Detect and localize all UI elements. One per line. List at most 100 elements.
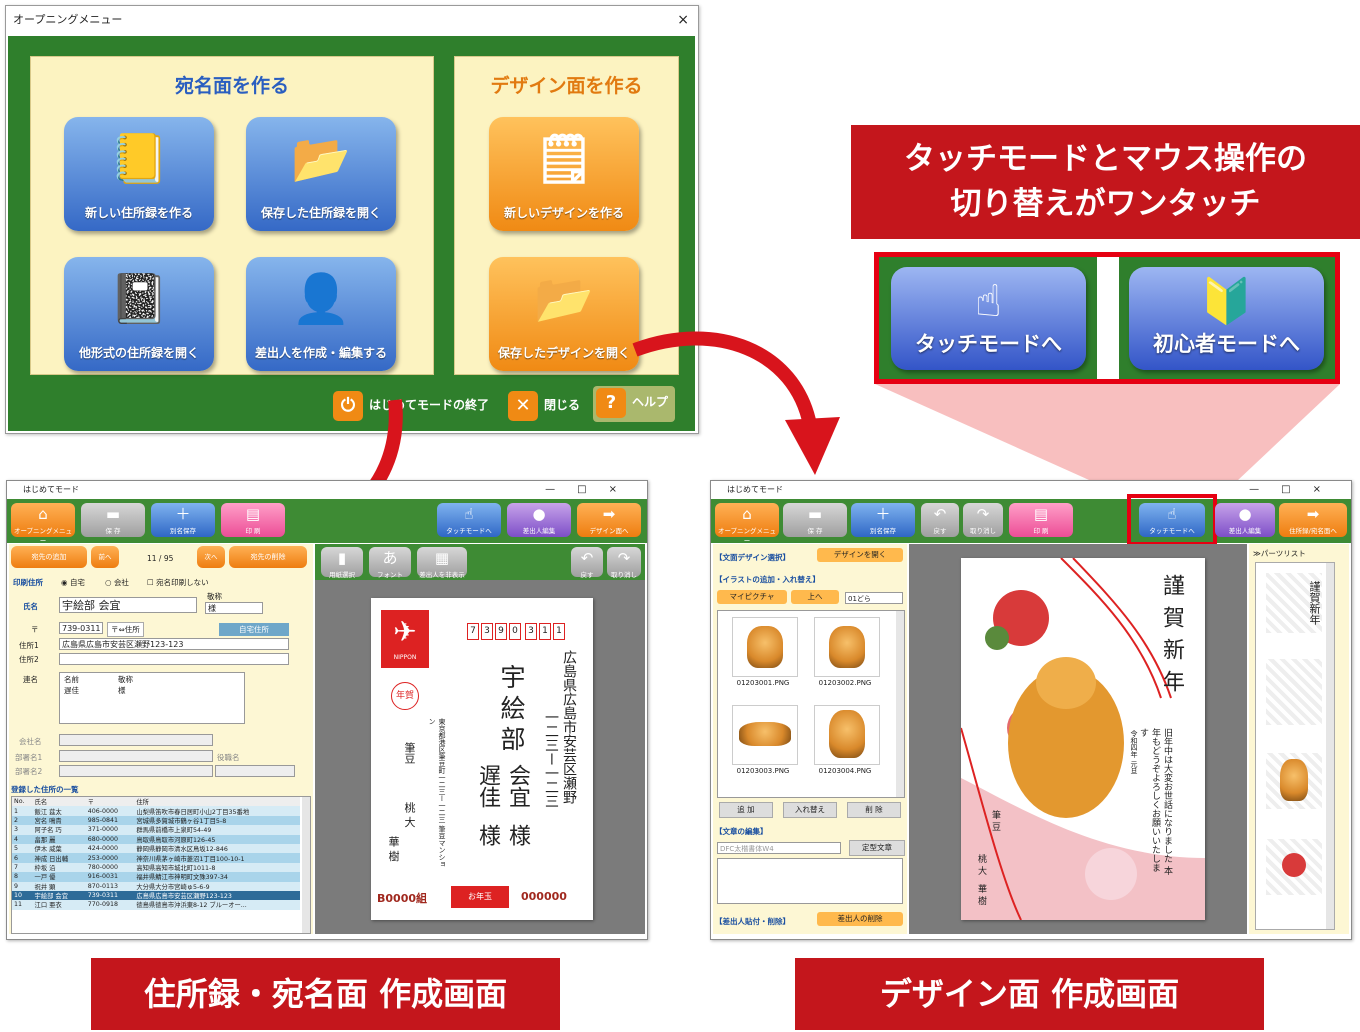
- up-button[interactable]: 上へ: [791, 590, 839, 604]
- undo-button[interactable]: ↶戻す: [921, 503, 959, 537]
- illust-scrollbar[interactable]: [896, 611, 904, 797]
- parts-scrollbar[interactable]: [1326, 563, 1334, 929]
- honorific-select[interactable]: 様: [205, 602, 263, 614]
- print-button[interactable]: ▤印 刷: [1009, 503, 1073, 537]
- tiger-thumb[interactable]: [814, 705, 880, 765]
- font-select[interactable]: DFC太楷書体W4: [717, 842, 841, 854]
- part-message[interactable]: [1266, 659, 1322, 725]
- replace-button[interactable]: 入れ替え: [783, 802, 837, 818]
- joint-names-table[interactable]: 名前 敬称 遅佳 様: [59, 672, 245, 724]
- dept2-field[interactable]: [59, 765, 213, 777]
- joint-label: 連名: [23, 675, 38, 684]
- to-address-button[interactable]: ➡住所録/宛名面へ: [1279, 503, 1347, 537]
- new-design-button[interactable]: 🗒 新しいデザインを作る: [489, 117, 639, 231]
- home-address-button[interactable]: 自宅住所: [219, 623, 289, 636]
- zip-address-button[interactable]: 〒⇔住所: [107, 622, 144, 637]
- tiger-thumb[interactable]: [732, 705, 798, 765]
- arrow-right-icon: ➡: [602, 505, 616, 523]
- save-as-button[interactable]: ＋別名保存: [851, 503, 915, 537]
- save-button[interactable]: ▬保 存: [783, 503, 847, 537]
- add-button[interactable]: 追 加: [719, 802, 773, 818]
- save-as-button[interactable]: ＋別名保存: [151, 503, 215, 537]
- honorific-label: 敬称: [207, 592, 222, 601]
- no-print-checkbox[interactable]: ☐ 宛名印刷しない: [147, 578, 209, 587]
- touch-mode-toolbar-button[interactable]: ☝タッチモードへ: [1139, 503, 1205, 537]
- delete-recipient-button[interactable]: 宛先の削除: [229, 546, 307, 568]
- touch-mode-button[interactable]: ☝ タッチモードへ: [891, 267, 1086, 370]
- zip-field[interactable]: 739-0311: [59, 622, 103, 634]
- parts-list[interactable]: 謹賀新年: [1255, 562, 1335, 930]
- part-greeting[interactable]: 謹賀新年: [1266, 573, 1322, 633]
- close-icon[interactable]: ×: [677, 12, 689, 28]
- dept1-field[interactable]: [59, 750, 213, 762]
- redo-button[interactable]: ↷取り消し: [963, 503, 1003, 537]
- company-label: 会社名: [19, 737, 42, 746]
- illust-list[interactable]: 01203001.PNG 01203002.PNG 01203003.PNG 0…: [717, 610, 905, 798]
- open-saved-design-button[interactable]: 📂 保存したデザインを開く: [489, 257, 639, 371]
- open-design-button[interactable]: デザインを開く: [817, 548, 903, 562]
- redo-button[interactable]: ↷取り消し: [607, 547, 641, 579]
- create-sender-button[interactable]: 👤 差出人を作成・編集する: [246, 257, 396, 371]
- sender-3: 華 樹: [976, 884, 986, 905]
- window-controls[interactable]: —□×: [545, 484, 639, 495]
- zodiac-select[interactable]: 01どら: [845, 592, 903, 604]
- addr1-field[interactable]: 広島県広島市安芸区瀬野123-123: [59, 638, 289, 650]
- new-address-book-button[interactable]: 📒 新しい住所録を作る: [64, 117, 214, 231]
- opening-menu-button[interactable]: ⌂オープニングメニュー: [715, 503, 779, 545]
- help-button[interactable]: ?ヘルプ: [593, 386, 675, 422]
- radio-company[interactable]: ○ 会社: [105, 578, 129, 587]
- font-button[interactable]: あフォント: [369, 547, 411, 579]
- print-button[interactable]: ▤印 刷: [221, 503, 285, 537]
- sender-edit-button[interactable]: ●差出人編集: [1215, 503, 1275, 537]
- next-button[interactable]: 次へ: [197, 546, 225, 568]
- part-tiger[interactable]: [1266, 753, 1322, 809]
- close-button[interactable]: ✕閉じる: [508, 389, 580, 421]
- touch-mode-toolbar-button[interactable]: ☝タッチモードへ: [437, 503, 501, 537]
- tiger-thumb[interactable]: [814, 617, 880, 677]
- text-edit-area[interactable]: [717, 858, 903, 904]
- delete-button[interactable]: 削 除: [847, 802, 901, 818]
- folder-plus-icon: ＋: [875, 505, 891, 523]
- prev-button[interactable]: 前へ: [91, 546, 119, 568]
- dept1-label: 部署名1: [15, 753, 43, 762]
- my-picture-button[interactable]: マイピクチャ: [717, 590, 787, 604]
- paper-select-button[interactable]: ▮用紙選択: [321, 547, 363, 579]
- add-recipient-button[interactable]: 宛先の追加: [11, 546, 87, 568]
- open-saved-address-book-button[interactable]: 📂 保存した住所録を開く: [246, 117, 396, 231]
- list-scrollbar[interactable]: [302, 797, 310, 933]
- open-other-format-button[interactable]: 📓 他形式の住所録を開く: [64, 257, 214, 371]
- hide-sender-button[interactable]: ▦差出人を非表示: [417, 547, 467, 579]
- company-field[interactable]: [59, 734, 213, 746]
- sender-edit-button[interactable]: ●差出人編集: [507, 503, 571, 537]
- radio-home[interactable]: ◉ 自宅: [61, 578, 85, 587]
- name-field[interactable]: 宇絵部 会宜: [59, 597, 197, 613]
- undo-button[interactable]: ↶戻す: [571, 547, 603, 579]
- notebook-icon: 📓: [109, 271, 169, 327]
- title-field[interactable]: [215, 765, 295, 777]
- tiger-thumb[interactable]: [732, 617, 798, 677]
- opening-menu-button[interactable]: ⌂オープニングメニュー: [11, 503, 75, 545]
- sender-delete-button[interactable]: 差出人の削除: [817, 912, 903, 926]
- printer-icon: ▤: [245, 505, 261, 523]
- fixed-text-button[interactable]: 定型文章: [849, 840, 905, 856]
- part-camellia[interactable]: [1266, 839, 1322, 895]
- stamp: ✈ NIPPON: [381, 610, 429, 668]
- beginner-mode-button[interactable]: 🔰 初心者モードへ: [1129, 267, 1324, 370]
- address-window-titlebar: はじめてモード —□×: [7, 481, 647, 498]
- window-controls[interactable]: —□×: [1249, 484, 1343, 495]
- save-button[interactable]: ▬保 存: [81, 503, 145, 537]
- to-design-button[interactable]: ➡デザイン面へ: [577, 503, 641, 537]
- addr2-field[interactable]: [59, 653, 289, 665]
